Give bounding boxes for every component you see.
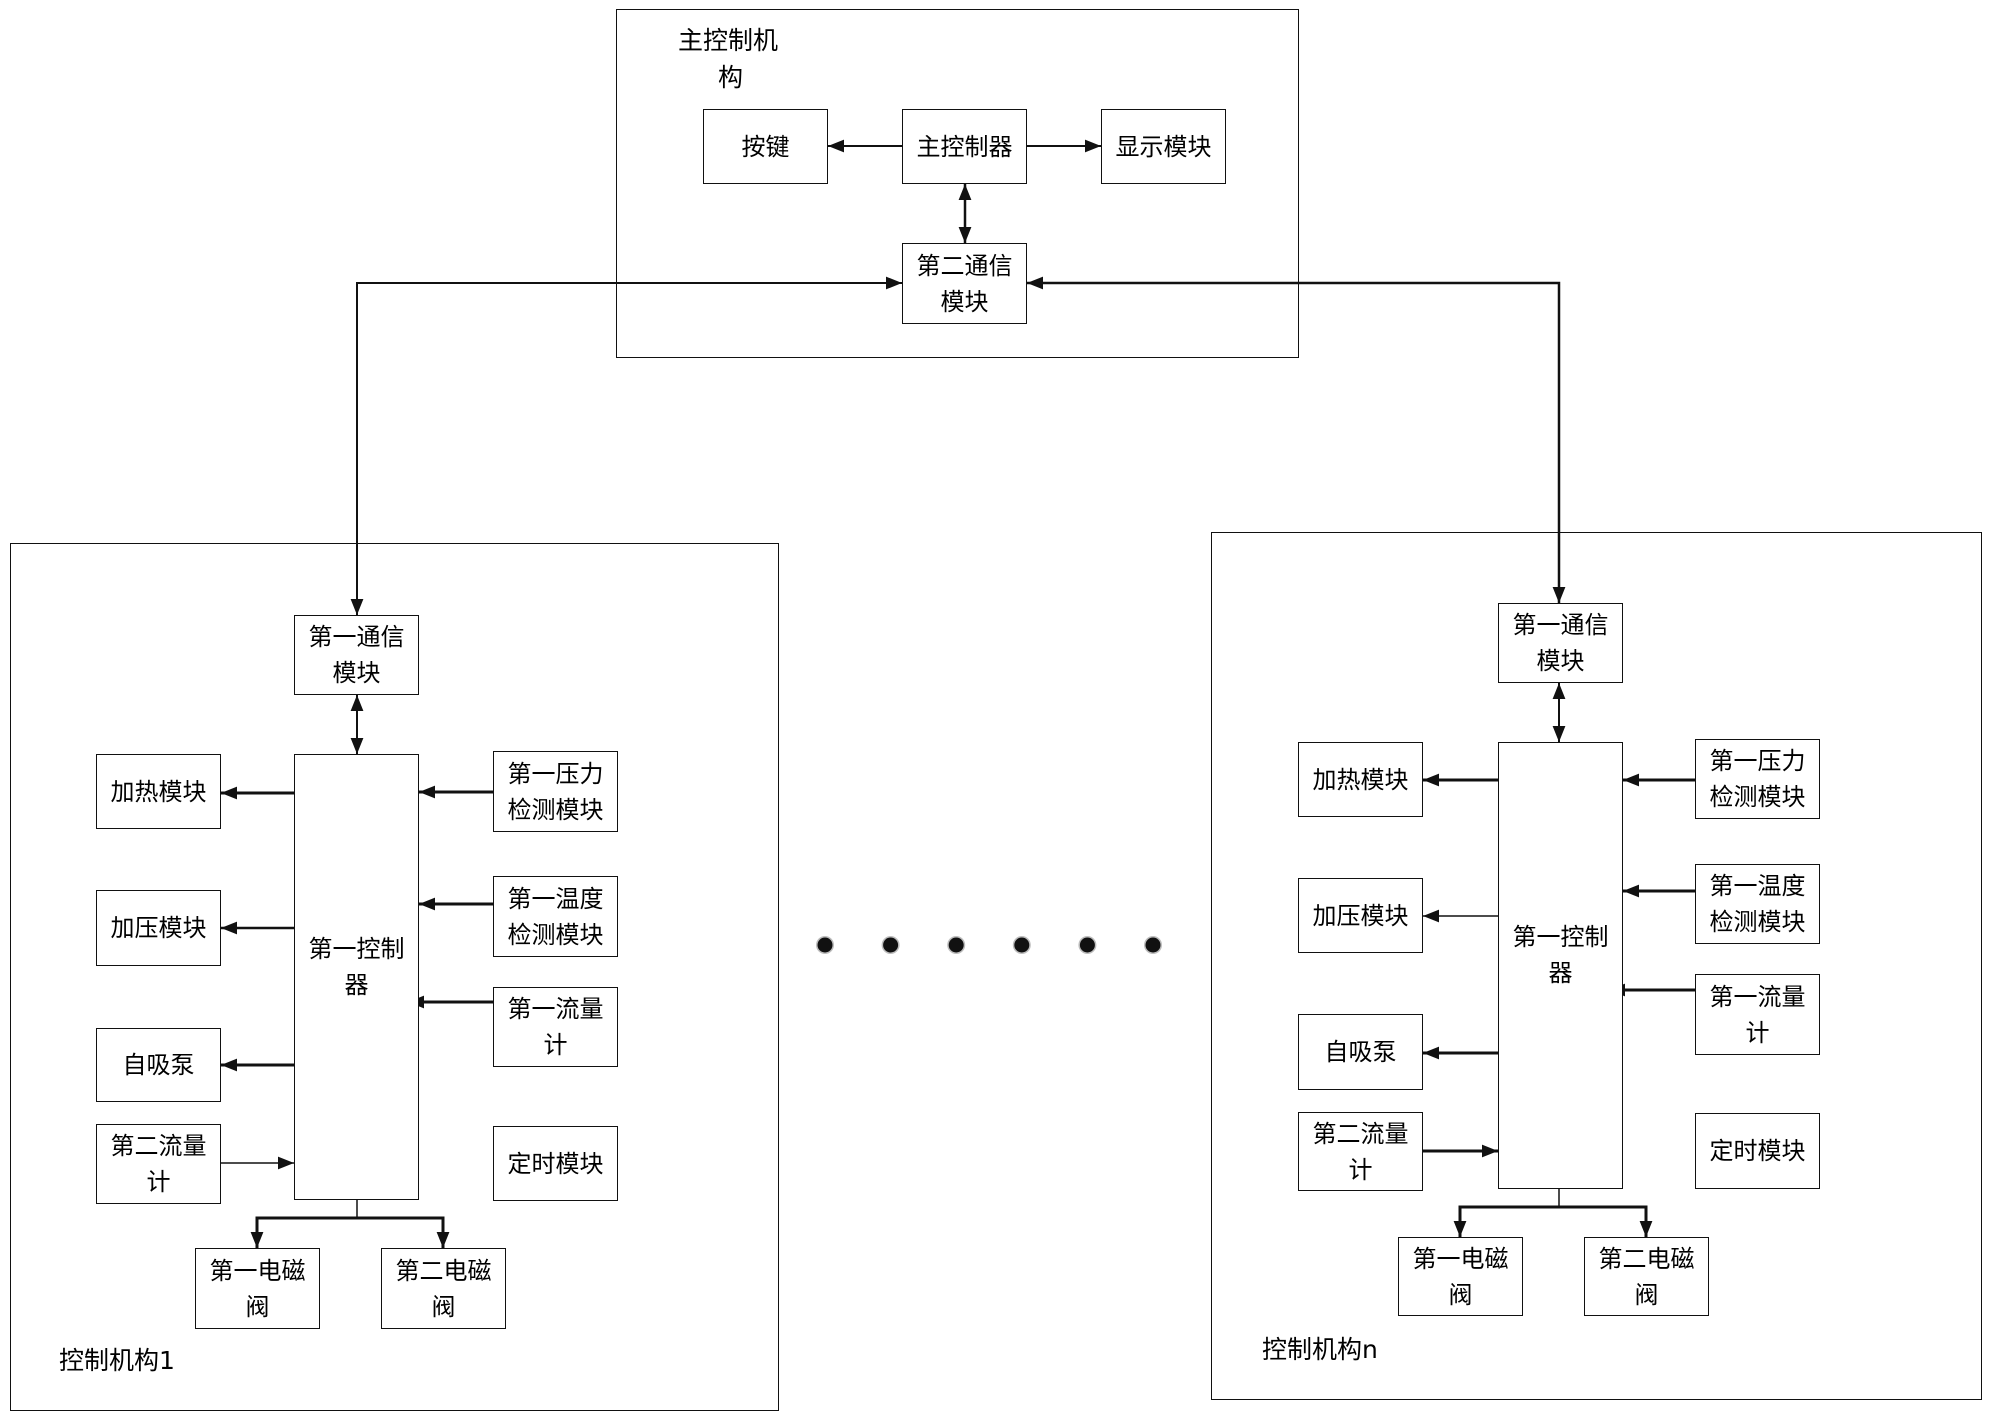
control-unit-1-frame [10, 543, 779, 1411]
cun-first-temperature-detection-label: 第一温度检测模块 [1709, 872, 1806, 936]
ellipsis-dot [1079, 937, 1095, 953]
control-unit-n-frame [1211, 532, 1982, 1400]
cu1-first-controller-block: 第一控制器 [294, 754, 419, 1200]
cun-pressurizing-module-block: 加压模块 [1298, 878, 1423, 953]
cu1-first-solenoid-valve-block: 第一电磁阀 [195, 1248, 320, 1329]
cu1-first-solenoid-valve-label: 第一电磁阀 [209, 1256, 306, 1321]
cun-first-solenoid-valve-block: 第一电磁阀 [1398, 1237, 1523, 1316]
cu1-first-flowmeter-label: 第一流量计 [507, 995, 604, 1059]
main-control-unit-title: 主控制机 构 [678, 22, 778, 96]
display-module-label: 显示模块 [1115, 132, 1212, 161]
cu1-first-pressure-detection-block: 第一压力检测模块 [493, 751, 618, 832]
link-second-comm-to-cu1 [350, 276, 902, 615]
ellipsis-dot [1014, 937, 1030, 953]
cu1-first-pressure-detection-label: 第一压力检测模块 [507, 759, 604, 824]
cu1-heating-module-label: 加热模块 [110, 777, 207, 806]
cu1-second-flowmeter-label: 第二流量计 [110, 1132, 207, 1196]
cun-first-pressure-detection-block: 第一压力检测模块 [1695, 739, 1820, 819]
cu1-pressurizing-module-block: 加压模块 [96, 890, 221, 966]
cun-timer-module-block: 定时模块 [1695, 1113, 1820, 1189]
cu1-pressurizing-module-label: 加压模块 [110, 914, 207, 942]
cu1-arrow-to-second-valve [357, 1216, 450, 1248]
cu1-self-priming-pump-block: 自吸泵 [96, 1028, 221, 1102]
cu1-second-flowmeter-block: 第二流量计 [96, 1124, 221, 1204]
cu1-timer-module-label: 定时模块 [507, 1149, 604, 1178]
cun-first-comm-module-label: 第一通信模块 [1512, 611, 1609, 675]
cu1-second-solenoid-valve-label: 第二电磁阀 [395, 1256, 492, 1321]
cun-second-solenoid-valve-label: 第二电磁阀 [1598, 1244, 1695, 1309]
cun-heating-module-label: 加热模块 [1312, 765, 1409, 794]
main-control-unit-frame [616, 9, 1299, 358]
ellipsis-dot [948, 937, 964, 953]
cun-first-comm-module-block: 第一通信模块 [1498, 603, 1623, 683]
cun-second-flowmeter-label: 第二流量计 [1312, 1119, 1409, 1184]
ellipsis-dot [817, 937, 833, 953]
cu1-first-controller-label: 第一控制器 [308, 935, 405, 999]
cun-arrow-to-second-valve [1559, 1205, 1653, 1237]
cun-heating-module-block: 加热模块 [1298, 742, 1423, 817]
cu1-first-comm-module-label: 第一通信模块 [308, 623, 405, 687]
cun-first-solenoid-valve-label: 第一电磁阀 [1412, 1244, 1509, 1309]
display-module-block: 显示模块 [1101, 109, 1226, 184]
main-controller-label: 主控制器 [916, 132, 1013, 161]
cun-arrow-to-first-valve [1453, 1205, 1559, 1237]
main-control-unit-title-line1: 主控制机 [678, 26, 779, 55]
link-second-comm-to-cun [1027, 276, 1566, 603]
cun-second-solenoid-valve-block: 第二电磁阀 [1584, 1237, 1709, 1316]
main-control-unit-title-line2: 构 [718, 63, 744, 92]
cu1-heating-module-block: 加热模块 [96, 754, 221, 829]
main-controller-block: 主控制器 [902, 109, 1027, 184]
second-comm-module-block: 第二通信模块 [902, 243, 1027, 324]
ellipsis-dot [883, 937, 899, 953]
keys-label: 按键 [741, 132, 790, 161]
cu1-timer-module-block: 定时模块 [493, 1126, 618, 1201]
second-comm-module-label: 第二通信模块 [916, 251, 1013, 316]
cun-first-pressure-detection-label: 第一压力检测模块 [1709, 747, 1806, 811]
cu1-first-temperature-detection-block: 第一温度检测模块 [493, 876, 618, 957]
cun-first-flowmeter-block: 第一流量计 [1695, 974, 1820, 1055]
cu1-first-temperature-detection-label: 第一温度检测模块 [507, 884, 604, 949]
cu1-arrow-to-first-valve [250, 1216, 357, 1248]
ellipsis-dot [1145, 937, 1161, 953]
cun-self-priming-pump-label: 自吸泵 [1324, 1038, 1397, 1066]
cu1-second-solenoid-valve-block: 第二电磁阀 [381, 1248, 506, 1329]
cun-second-flowmeter-block: 第二流量计 [1298, 1112, 1423, 1191]
cun-self-priming-pump-block: 自吸泵 [1298, 1014, 1423, 1090]
cu1-self-priming-pump-label: 自吸泵 [122, 1051, 195, 1079]
cun-first-flowmeter-label: 第一流量计 [1709, 982, 1806, 1047]
cu1-first-flowmeter-block: 第一流量计 [493, 987, 618, 1067]
cun-first-controller-label: 第一控制器 [1512, 923, 1609, 987]
cu1-first-comm-module-block: 第一通信模块 [294, 615, 419, 695]
cun-pressurizing-module-label: 加压模块 [1312, 901, 1409, 930]
cun-timer-module-label: 定时模块 [1709, 1137, 1806, 1165]
control-unit-n-title: 控制机构n [1262, 1335, 1378, 1364]
cun-first-controller-block: 第一控制器 [1498, 742, 1623, 1189]
keys-block: 按键 [703, 109, 828, 184]
cun-first-temperature-detection-block: 第一温度检测模块 [1695, 864, 1820, 944]
control-unit-1-title: 控制机构1 [59, 1346, 175, 1375]
